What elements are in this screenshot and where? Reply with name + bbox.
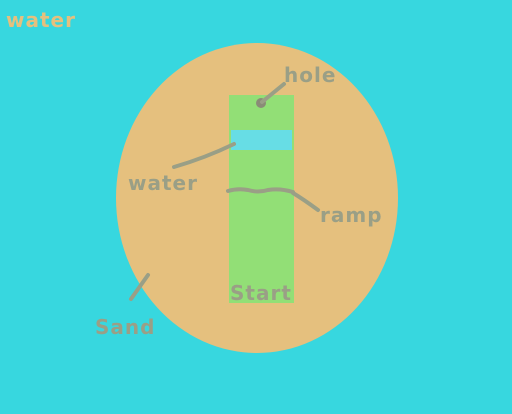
ramp-label: ramp [320,203,383,227]
water-title-label: water [6,8,76,32]
hole-label: hole [284,63,336,87]
ramp-line [226,187,295,194]
pond [231,130,292,150]
hole-pointer-line [260,82,286,104]
sand-pointer-line [129,273,150,301]
green-course [229,95,294,303]
ramp-pointer-line [291,191,320,212]
start-label: Start [230,281,292,305]
water-label: water [128,171,198,195]
water-pointer-line [172,142,236,169]
sand-label: Sand [95,315,155,339]
